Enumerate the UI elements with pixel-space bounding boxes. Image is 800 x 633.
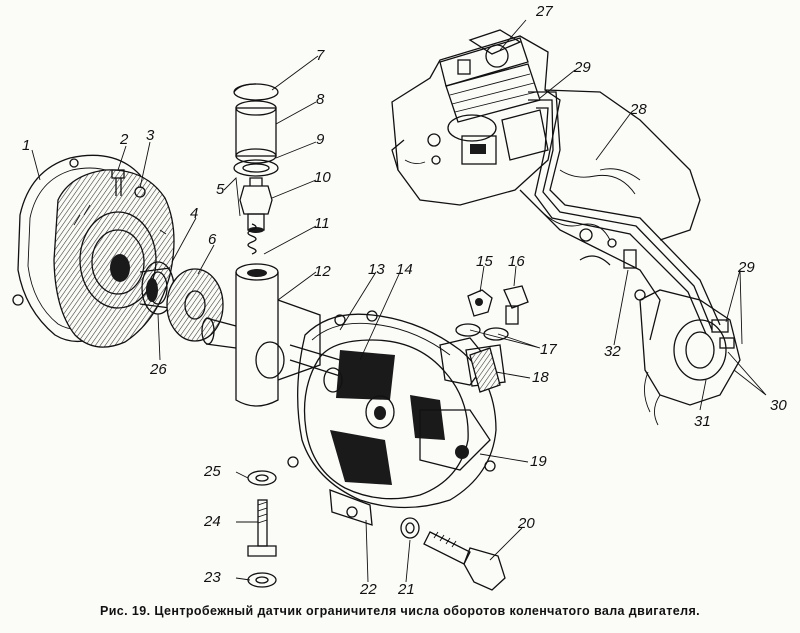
callout-9: 9 [316, 131, 325, 148]
part-3-cover [53, 169, 175, 348]
callout-6: 6 [208, 231, 217, 248]
callout-22: 22 [359, 581, 377, 598]
callout-11: 11 [314, 215, 330, 232]
parts-23-25 [247, 470, 277, 588]
callout-29-top: 29 [573, 59, 591, 76]
callout-25: 25 [203, 463, 221, 480]
callout-20: 20 [517, 515, 535, 532]
callout-2: 2 [119, 131, 129, 148]
callout-27: 27 [535, 3, 553, 20]
part-12-housing [201, 263, 341, 407]
part-22-governor-body [287, 310, 506, 526]
part-6-gasket-ring [166, 268, 224, 342]
callout-28: 28 [629, 101, 647, 118]
callout-32: 32 [604, 343, 621, 360]
callout-31: 31 [694, 413, 711, 430]
part-11-spring [247, 223, 257, 255]
parts-7-10-stack [233, 83, 279, 233]
callout-16: 16 [508, 253, 525, 270]
leader-lines [31, 19, 767, 583]
callout-1: 1 [22, 137, 30, 154]
callout-5: 5 [216, 181, 225, 198]
parts-15-18-fittings [455, 285, 529, 393]
callout-10: 10 [314, 169, 331, 186]
pipelines [528, 91, 721, 335]
callout-19: 19 [530, 453, 547, 470]
parts-20-21 [400, 517, 506, 591]
callout-18: 18 [532, 369, 549, 386]
callout-17: 17 [540, 341, 557, 358]
callout-15: 15 [476, 253, 493, 270]
callout-7: 7 [316, 47, 325, 64]
callout-26: 26 [149, 361, 167, 378]
callout-21: 21 [397, 581, 415, 598]
callout-29-right: 29 [737, 259, 755, 276]
callout-labels: 1 2 3 4 5 6 7 8 9 10 11 12 13 14 15 16 1… [22, 3, 787, 598]
callout-4: 4 [190, 205, 198, 222]
engine-carburetor-assembly [391, 29, 741, 426]
callout-14: 14 [396, 261, 413, 278]
callout-30: 30 [770, 397, 787, 414]
callout-23: 23 [203, 569, 221, 586]
callout-12: 12 [314, 263, 331, 280]
callout-8: 8 [316, 91, 325, 108]
callout-24: 24 [203, 513, 221, 530]
callout-13: 13 [368, 261, 385, 278]
callout-3: 3 [146, 127, 155, 144]
figure-caption: Рис. 19. Центробежный датчик ограничител… [99, 604, 701, 618]
